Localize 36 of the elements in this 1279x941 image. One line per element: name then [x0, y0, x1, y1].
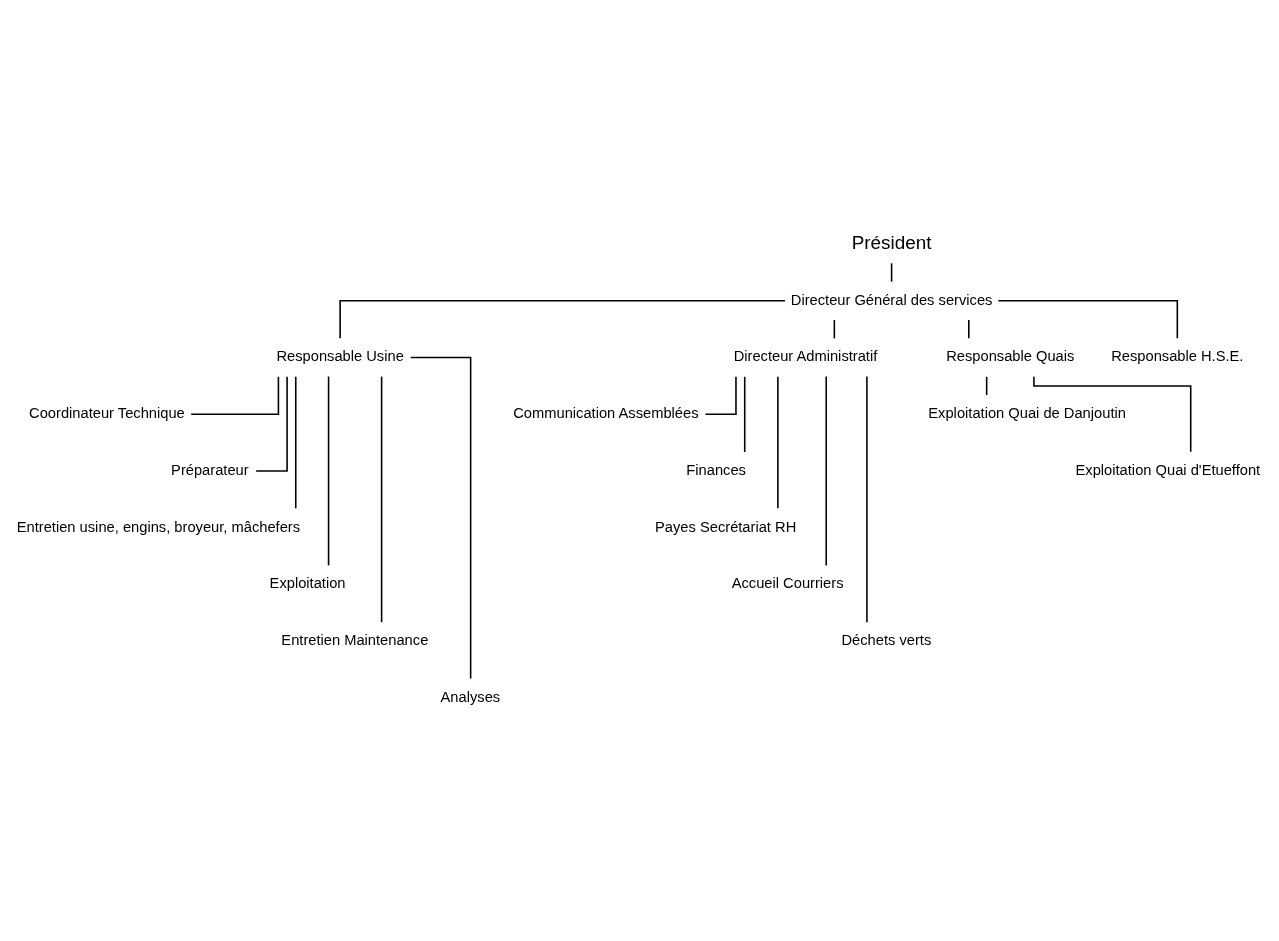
connector	[743, 375, 746, 453]
connector	[825, 375, 827, 566]
node-text: Payes Secrétariat RH	[655, 518, 797, 535]
node-text: Communication Assemblées	[513, 404, 699, 421]
connector	[409, 356, 472, 679]
node-text: Exploitation Quai de Danjoutin	[928, 404, 1126, 421]
connector	[777, 375, 779, 509]
node-text: Responsable Usine	[276, 347, 404, 364]
connector	[339, 299, 786, 339]
node-text: Analyses	[440, 688, 501, 705]
connector	[327, 375, 330, 566]
node-text: Préparateur	[171, 461, 249, 478]
node-text: Directeur Administratif	[733, 347, 878, 364]
node-text: Entretien usine, engins, broyeur, mâchefers	[16, 518, 301, 535]
connector	[997, 299, 1179, 339]
node-text: Responsable H.S.E.	[1111, 347, 1244, 364]
node-text: Finances	[686, 461, 746, 478]
connector	[833, 318, 836, 339]
connector	[190, 375, 280, 415]
connector	[985, 375, 988, 396]
node-text: Responsable Quais	[946, 347, 1075, 364]
connector	[380, 375, 383, 623]
node-text: Accueil Courriers	[731, 574, 844, 591]
node-text: Déchets verts	[841, 631, 932, 648]
connector	[866, 375, 868, 623]
node-text: Directeur Général des services	[790, 291, 993, 308]
connector	[255, 375, 288, 472]
node-text: Coordinateur Technique	[29, 404, 185, 421]
connector	[294, 375, 297, 509]
node-text: Entretien Maintenance	[281, 631, 429, 648]
node-text: Exploitation Quai d'Etueffont	[1075, 461, 1261, 478]
connector	[890, 262, 893, 282]
connector	[704, 375, 737, 415]
node-text: Exploitation	[269, 574, 346, 591]
node-text: Président	[851, 231, 932, 253]
connector	[968, 318, 970, 339]
